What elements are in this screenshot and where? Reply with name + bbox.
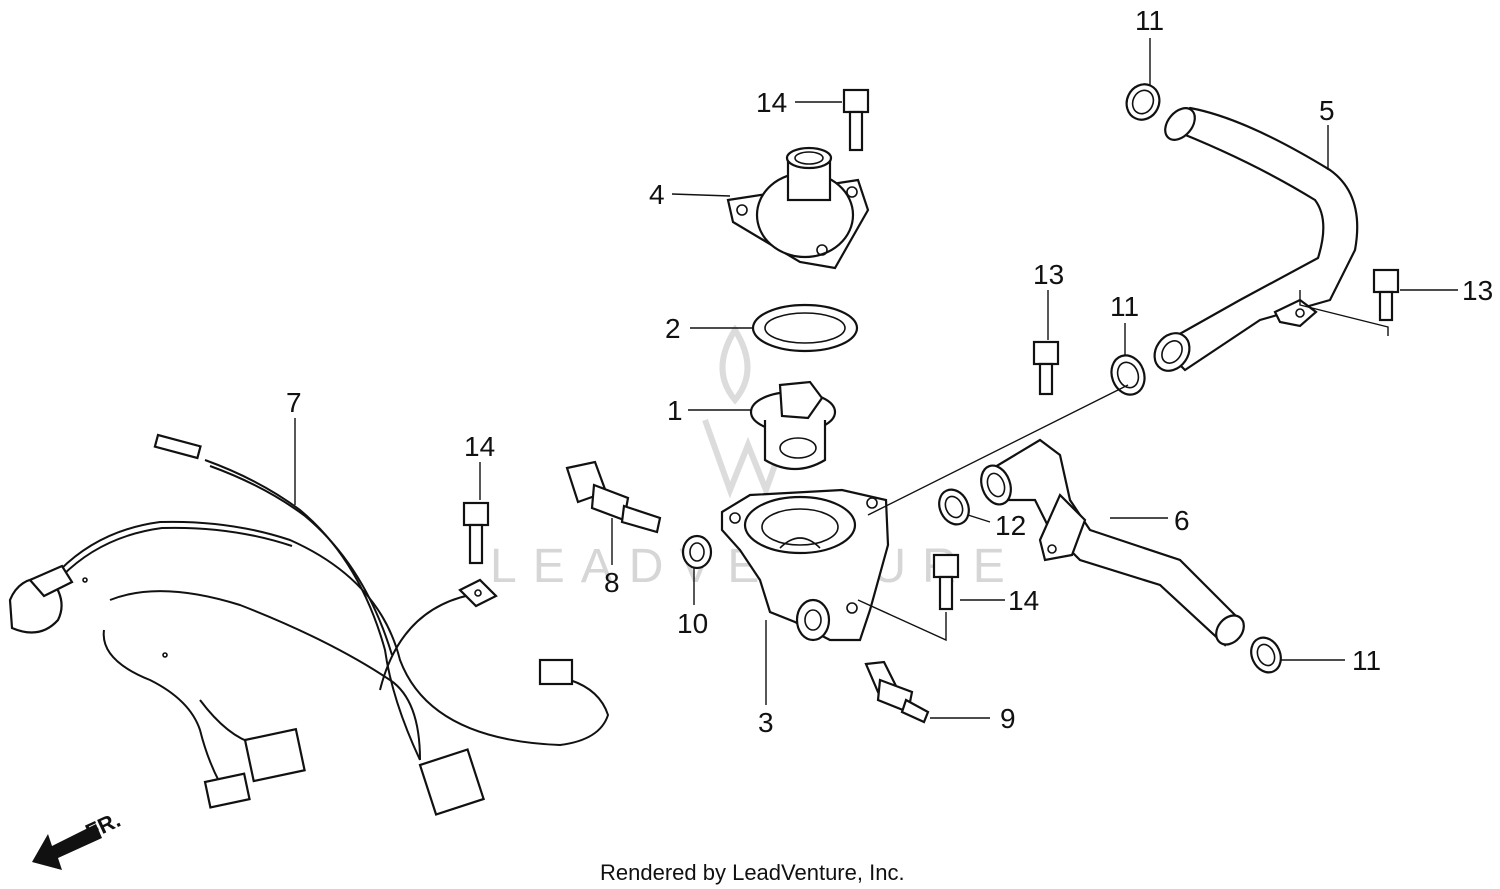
thermostat-cover	[726, 146, 870, 270]
credit-text: Rendered by LeadVenture, Inc.	[600, 860, 905, 885]
wire-harness	[8, 433, 610, 816]
bolt-14-top	[842, 88, 870, 152]
callout-14-left: 14	[464, 431, 495, 462]
water-pipe-6	[980, 438, 1245, 647]
front-direction-marker: FR.	[32, 807, 124, 870]
callout-12: 12	[995, 510, 1026, 541]
o-ring-11-bottom	[1250, 636, 1282, 674]
thermostat	[749, 380, 837, 470]
callout-11-top: 11	[1135, 5, 1164, 36]
callout-2: 2	[665, 313, 681, 344]
callout-13-right: 13	[1462, 275, 1493, 306]
callout-8: 8	[604, 567, 620, 598]
gasket-ring	[751, 303, 859, 353]
washer-10	[681, 534, 713, 570]
bolt-13-middle	[1032, 340, 1060, 396]
bolt-13-right	[1372, 268, 1400, 322]
callout-labels: 1 2 3 4 5 6 7 8 9 10 11 11 11 12 13 13 1…	[286, 5, 1493, 738]
temperature-sensor	[864, 660, 930, 724]
sensor-switch	[565, 460, 662, 534]
callout-4: 4	[649, 179, 665, 210]
callout-6: 6	[1174, 505, 1190, 536]
callout-7: 7	[286, 387, 302, 418]
bolt-14-left	[462, 501, 490, 565]
callout-11-bottom: 11	[1352, 645, 1381, 676]
leader-lines	[294, 38, 1458, 719]
callout-11-middle: 11	[1110, 291, 1139, 322]
o-ring-11-top	[1125, 83, 1161, 121]
thermostat-housing	[720, 488, 890, 642]
front-arrow-icon	[32, 824, 102, 870]
o-ring-12	[938, 488, 970, 526]
callout-13-middle: 13	[1033, 259, 1064, 290]
callout-10: 10	[677, 608, 708, 639]
callout-1: 1	[667, 395, 683, 426]
watermark-logo	[702, 324, 794, 499]
callout-14-top: 14	[756, 87, 787, 118]
callout-14-right: 14	[1008, 585, 1039, 616]
callout-5: 5	[1319, 95, 1335, 126]
callout-3: 3	[758, 707, 774, 738]
callout-9: 9	[1000, 703, 1016, 734]
o-ring-11-middle	[1110, 354, 1146, 396]
water-pipe-5	[1153, 106, 1359, 372]
bolt-14-right	[932, 553, 960, 611]
